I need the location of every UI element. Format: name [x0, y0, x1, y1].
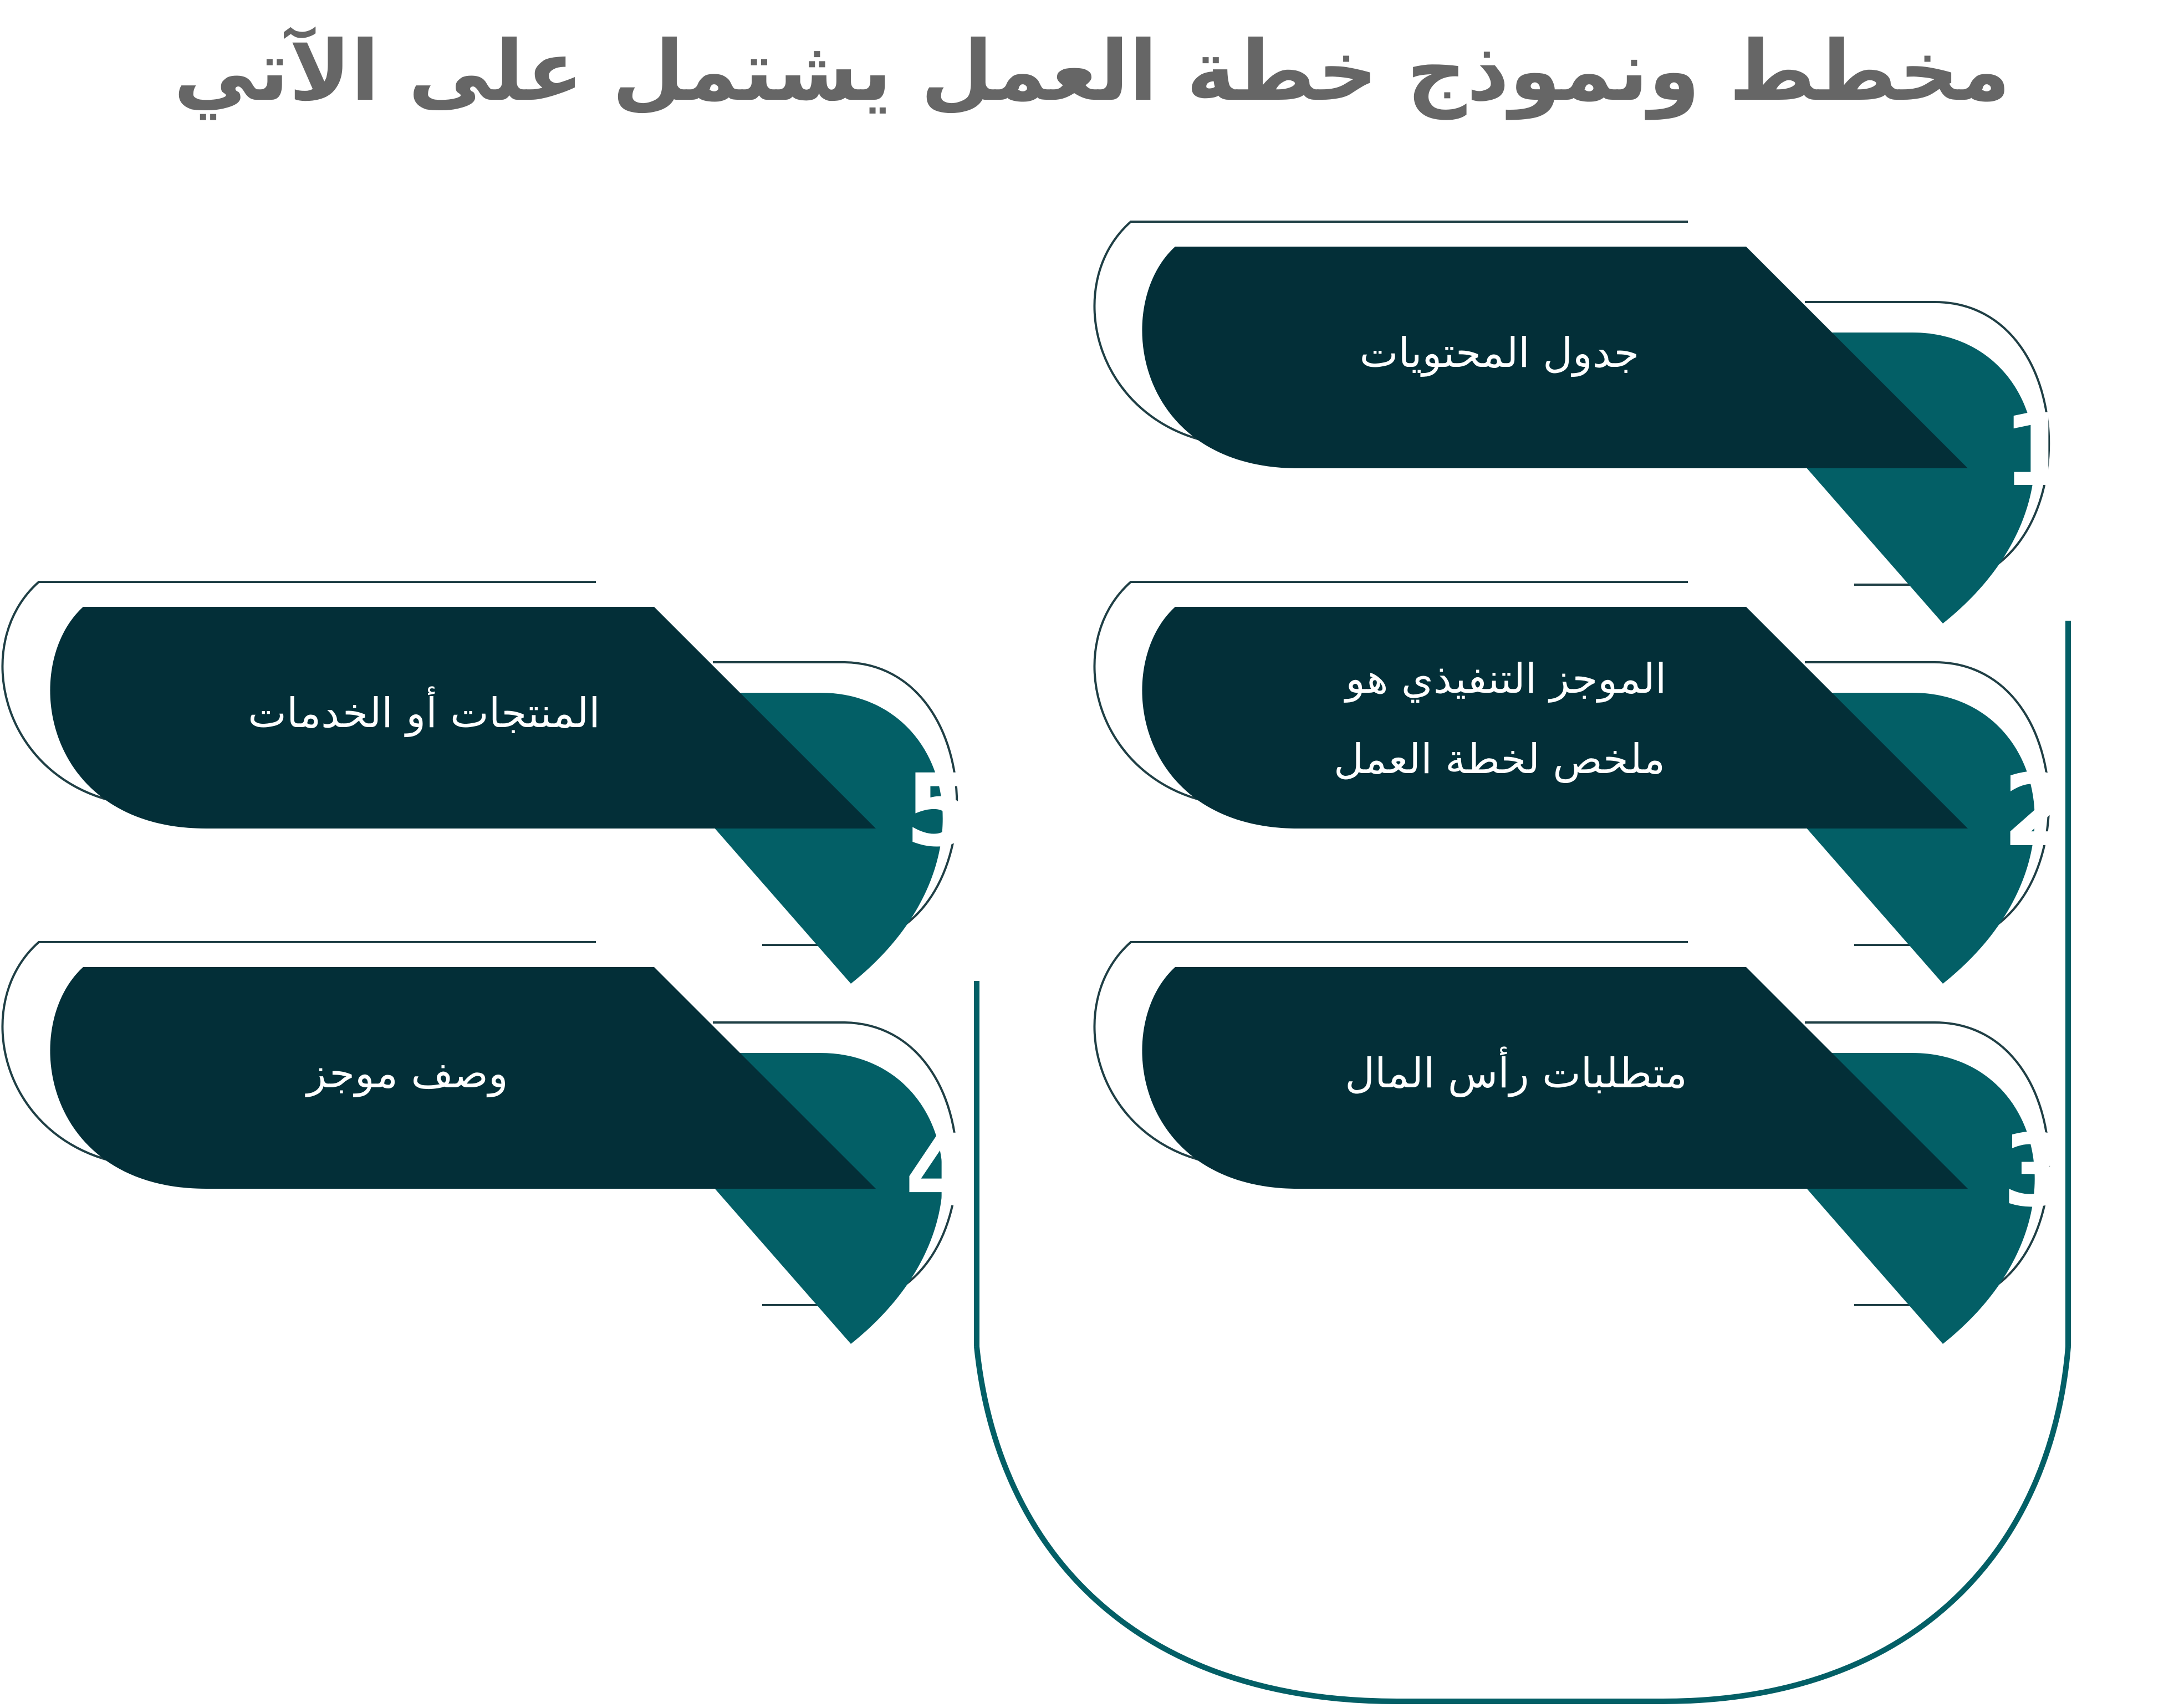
step-4-label: وصف موجز: [304, 1050, 508, 1097]
step-1: جدول المحتويات 1: [1093, 221, 2072, 623]
step-4: وصف موجز 4: [1, 941, 974, 1344]
step-1-outline-banner: [1093, 221, 1728, 444]
page-title: مخطط ونموذج خطة العمل يشتمل على الآتي: [174, 23, 2010, 120]
step-4-outline-banner: [1, 941, 636, 1165]
step-1-dark-banner: [1142, 247, 1968, 468]
step-2-label-line-1: الموجز التنفيذي هو: [1343, 655, 1666, 703]
step-4-dark-banner: [50, 967, 876, 1189]
step-5-dark-banner: [50, 607, 876, 829]
step-5-label-line-1: المنتجات أو الخدمات: [248, 686, 600, 737]
step-4-number: 4: [905, 1113, 974, 1229]
step-5-outline-banner: [1, 581, 636, 805]
step-2-label-line-2: ملخص لخطة العمل: [1334, 735, 1665, 783]
step-3-label: متطلبات رأس المال: [1345, 1046, 1687, 1097]
step-1-label: جدول المحتويات: [1360, 329, 1640, 377]
step-2-number: 2: [2002, 753, 2071, 869]
step-2-dark-banner: [1142, 607, 1968, 829]
step-2-outline-banner: [1093, 581, 1728, 805]
step-1-number: 1: [2002, 393, 2071, 509]
step-3-label-line-1: متطلبات رأس المال: [1345, 1046, 1687, 1097]
step-3-dark-banner: [1142, 967, 1968, 1189]
step-2-label: الموجز التنفيذي هو ملخص لخطة العمل: [1333, 655, 1667, 783]
step-3: متطلبات رأس المال 3: [1093, 941, 2072, 1344]
step-2: الموجز التنفيذي هو ملخص لخطة العمل 2: [1093, 581, 2072, 984]
connector-bottom-arc: [974, 1346, 2071, 1704]
step-3-outline-banner: [1093, 941, 1728, 1165]
step-5: المنتجات أو الخدمات 5: [1, 581, 974, 984]
step-4-label-line-1: وصف موجز: [304, 1050, 508, 1097]
step-5-label: المنتجات أو الخدمات: [248, 686, 600, 737]
step-3-number: 3: [2002, 1113, 2071, 1229]
step-5-number: 5: [905, 753, 974, 869]
step-1-label-line-1: جدول المحتويات: [1360, 329, 1640, 377]
